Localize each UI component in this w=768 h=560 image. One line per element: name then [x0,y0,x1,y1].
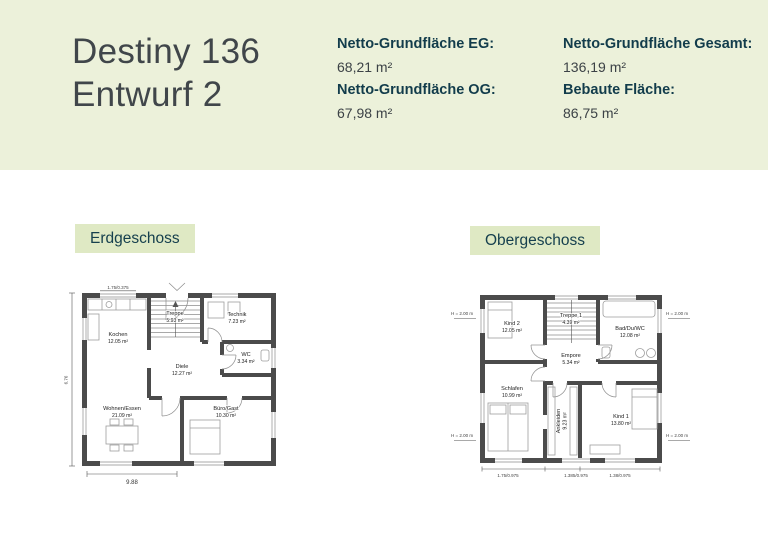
room-label-ankleiden: Ankleiden [556,409,562,434]
og-dim-bottom-right: 1.38/0.975 [609,473,631,478]
og-inner-walls [482,300,660,458]
title-line-1: Destiny 136 [72,32,261,71]
room-label-wc: WC [241,352,250,358]
eg-inner-walls [147,298,271,461]
eg-plan-svg: Treppe 5.93 m² Technik 7.23 m² Kochen 12… [64,282,277,486]
og-furniture [487,300,658,456]
stat-value-netto-og: 67,98 m² [337,105,393,121]
og-plan-svg: Kind 2 12.05 m² Treppe 1 4.39 m² Bad/Du/… [451,294,690,478]
eg-dim-bottom: 9.88 [126,480,138,486]
title-line-2: Entwurf 2 [72,75,223,114]
stats-column-2: Netto-Grundfläche Gesamt: 136,19 m² Beba… [563,36,768,128]
og-height-label-right-bottom: H = 2.00 m [666,433,688,438]
stat-netto-gesamt: Netto-Grundfläche Gesamt: 136,19 m² [563,36,768,75]
stat-value-bebaute-flaeche: 86,75 m² [563,105,619,121]
og-stairs [547,300,596,343]
room-area-empore: 5.34 m² [562,360,580,366]
stat-label-netto-gesamt: Netto-Grundfläche Gesamt: [563,36,753,52]
room-label-kind2: Kind 2 [504,321,520,327]
room-label-schlafen: Schlafen [501,386,523,392]
eg-doors [161,327,243,417]
stat-netto-og: Netto-Grundfläche OG: 67,98 m² [337,82,552,121]
room-label-bad: Bad/Du/WC [615,326,645,332]
room-area-diele: 12.27 m² [172,371,192,377]
floorplan-obergeschoss: Kind 2 12.05 m² Treppe 1 4.39 m² Bad/Du/… [450,285,698,485]
room-label-buero-gast: Büro/Gast [213,406,239,412]
eg-dim-top: 1.75/0.375 [107,285,129,290]
room-area-kind1: 13.80 m² [611,421,631,427]
label-erdgeschoss: Erdgeschoss [75,224,195,253]
room-area-treppe: 5.93 m² [166,318,184,324]
stat-label-netto-eg: Netto-Grundfläche EG: [337,36,495,52]
room-label-kind1: Kind 1 [613,414,629,420]
og-dimensions: H = 2.00 m H = 2.00 m H = 2.00 m H = 2.0… [451,311,690,478]
og-dim-bottom-center: 1.385/0.975 [564,473,588,478]
room-area-bad: 12.08 m² [620,333,640,339]
eg-stairs [151,300,200,338]
stair-direction-arrow [172,301,179,307]
stat-value-netto-eg: 68,21 m² [337,59,393,75]
floorplan-erdgeschoss: Treppe 5.93 m² Technik 7.23 m² Kochen 12… [62,280,292,492]
stat-label-netto-og: Netto-Grundfläche OG: [337,82,496,98]
eg-dimensions: 1.75/0.375 6.76 9.88 [64,285,178,486]
og-height-label-left-top: H = 2.00 m [451,311,473,316]
eg-dim-left: 6.76 [64,375,69,384]
room-label-wohnen-essen: Wohnen/Essen [103,406,141,412]
room-area-kind2: 12.05 m² [502,328,522,334]
og-room-labels: Kind 2 12.05 m² Treppe 1 4.39 m² Bad/Du/… [500,312,645,434]
page-title: Destiny 136 Entwurf 2 [72,30,260,116]
stat-netto-eg: Netto-Grundfläche EG: 68,21 m² [337,36,552,75]
room-area-technik: 7.23 m² [228,319,246,325]
room-area-ankleiden: 9.23 m² [563,412,569,430]
eg-room-labels: Treppe 5.93 m² Technik 7.23 m² Kochen 12… [102,310,255,419]
eg-windows [81,292,277,467]
room-area-wohnen-essen: 21.09 m² [112,413,132,419]
room-label-empore: Empore [561,353,581,359]
stats-column-1: Netto-Grundfläche EG: 68,21 m² Netto-Gru… [337,36,552,128]
room-label-diele: Diele [176,364,189,370]
stat-value-netto-gesamt: 136,19 m² [563,59,627,75]
room-label-kochen: Kochen [109,332,128,338]
eg-furniture [87,298,270,455]
room-area-schlafen: 10.99 m² [502,393,522,399]
stat-bebaute-flaeche: Bebaute Fläche: 86,75 m² [563,82,768,121]
room-label-treppe: Treppe [166,311,184,317]
room-area-buero-gast: 10.30 m² [216,413,236,419]
room-area-treppe1: 4.39 m² [562,320,580,326]
og-height-label-left-bottom: H = 2.00 m [451,433,473,438]
og-height-label-right-top: H = 2.00 m [666,311,688,316]
room-area-kochen: 12.05 m² [108,339,128,345]
room-area-wc: 3.34 m² [237,359,255,365]
room-label-treppe1: Treppe 1 [560,313,582,319]
og-dim-bottom-left: 1.75/0.975 [497,473,519,478]
stat-label-bebaute-flaeche: Bebaute Fläche: [563,82,675,98]
og-windows [479,294,663,464]
header-band: Destiny 136 Entwurf 2 Netto-Grundfläche … [0,0,768,170]
label-obergeschoss: Obergeschoss [470,226,600,255]
room-label-technik: Technik [228,312,247,318]
